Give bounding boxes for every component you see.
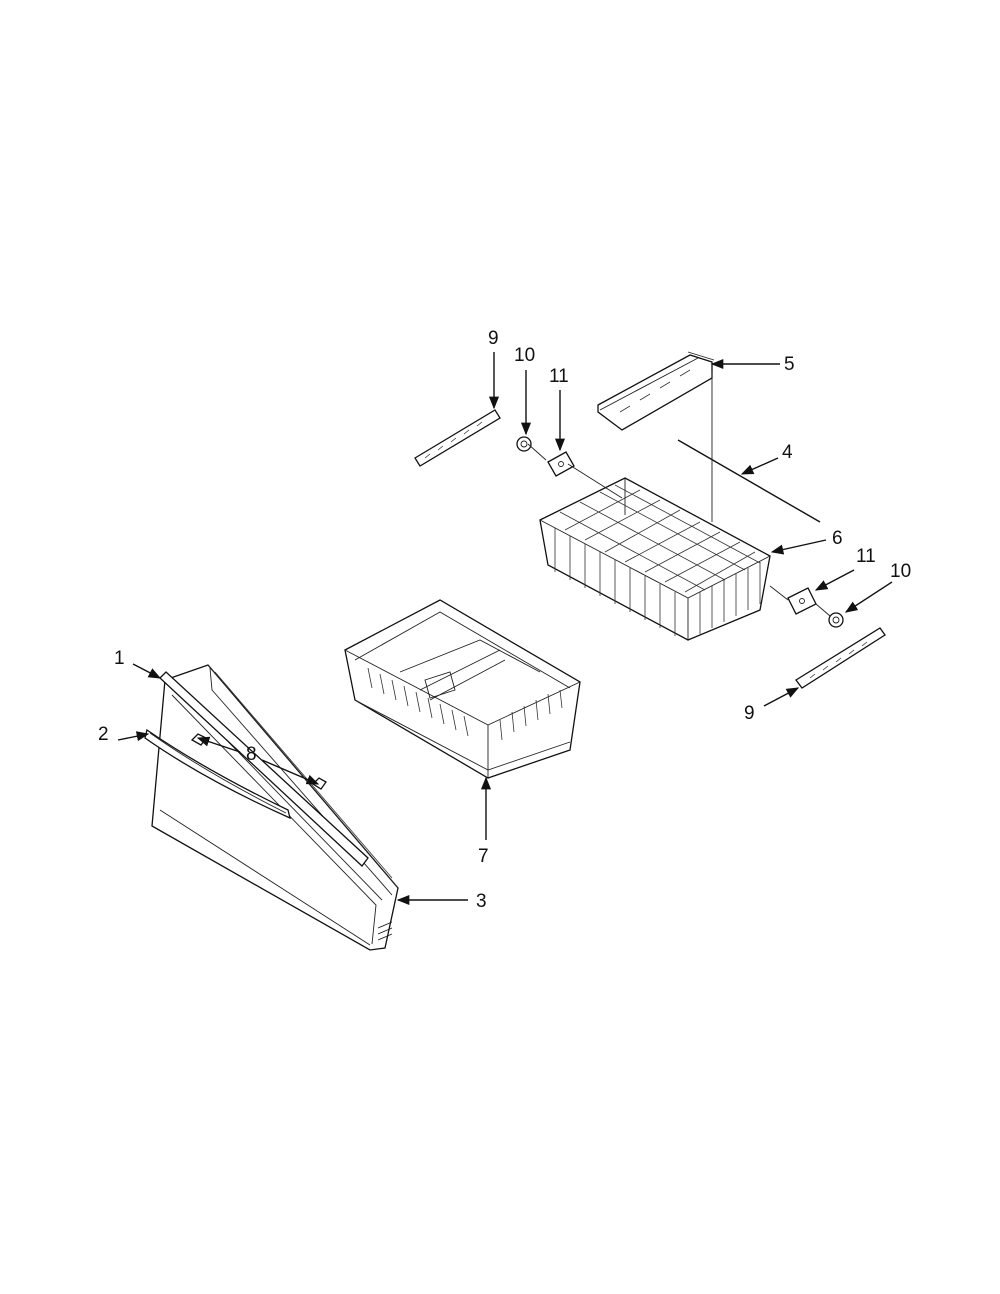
basket-rail-bracket xyxy=(597,351,715,431)
callout-8: 8 xyxy=(246,744,257,765)
roller-wheel-upper xyxy=(516,436,532,452)
lower-storage-bin xyxy=(344,599,581,779)
callout-9-upper: 9 xyxy=(488,328,499,349)
callout-11-upper: 11 xyxy=(549,366,569,387)
callout-1: 1 xyxy=(114,648,125,669)
callout-4: 4 xyxy=(782,442,793,463)
callout-2: 2 xyxy=(98,724,109,745)
callout-10-upper: 10 xyxy=(514,345,535,366)
callout-3: 3 xyxy=(476,891,487,912)
support-rod xyxy=(677,439,821,523)
roller-wheel-right xyxy=(828,612,844,628)
callout-6: 6 xyxy=(832,528,843,549)
rail-clip-upper xyxy=(547,451,575,477)
slide-rail-lower xyxy=(795,627,886,689)
wire-basket xyxy=(539,477,771,641)
callout-10-right: 10 xyxy=(890,561,911,582)
callout-9-lower: 9 xyxy=(744,703,755,724)
handle-screw-right xyxy=(311,777,327,790)
callout-5: 5 xyxy=(784,354,795,375)
leader-arrows xyxy=(117,352,893,906)
drawer-handle xyxy=(144,728,291,820)
assembly-lines xyxy=(527,372,831,617)
callout-7: 7 xyxy=(478,846,489,867)
rail-clip-right xyxy=(787,587,817,615)
top-trim-strip xyxy=(159,671,369,867)
callout-11-right: 11 xyxy=(856,546,876,567)
slide-rail-upper xyxy=(414,409,501,467)
